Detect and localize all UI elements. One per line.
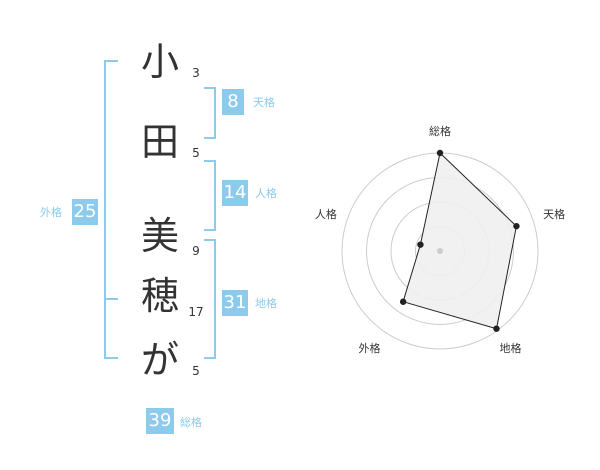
stroke-count-4: 17 <box>188 305 204 319</box>
radar-axis-label-1: 総格 <box>429 124 451 138</box>
name-char-5: が <box>140 338 179 382</box>
soukaku-score: 39 <box>146 408 174 434</box>
gaikaku-bracket <box>104 60 118 359</box>
radar-axis-label-5: 人格 <box>315 207 337 221</box>
radar-axis-label-2: 天格 <box>543 207 565 221</box>
radar-axis-label-3: 地格 <box>500 341 522 355</box>
radar-area <box>402 152 517 330</box>
tenkaku-label: 天格 <box>253 96 275 109</box>
soukaku-label: 総格 <box>180 416 202 429</box>
radar-axis-label-4: 外格 <box>359 341 381 355</box>
jinkaku-bracket <box>204 160 216 231</box>
radar-point-5 <box>417 241 424 248</box>
stroke-count-3: 9 <box>192 244 200 258</box>
chikaku-label: 地格 <box>255 297 277 310</box>
stroke-count-1: 3 <box>192 66 200 80</box>
name-char-2: 田 <box>140 120 179 164</box>
radar-point-1 <box>436 149 444 157</box>
stroke-count-2: 5 <box>192 146 200 160</box>
radar-point-4 <box>399 298 407 305</box>
name-char-3: 美 <box>140 214 179 258</box>
radar-points <box>399 149 520 332</box>
name-char-1: 小 <box>140 40 179 84</box>
tenkaku-bracket <box>204 87 216 139</box>
radar-center-dot <box>437 248 443 254</box>
gaikaku-bracket-tick <box>104 298 118 300</box>
gaikaku-label: 外格 <box>40 206 62 219</box>
tenkaku-score: 8 <box>222 89 244 115</box>
gaikaku-score: 25 <box>72 199 98 225</box>
chikaku-score: 31 <box>222 290 248 316</box>
jinkaku-score: 14 <box>222 180 248 206</box>
radar-point-3 <box>493 325 500 332</box>
name-char-4: 穂 <box>140 274 179 318</box>
chikaku-bracket <box>204 239 216 359</box>
stroke-count-5: 5 <box>192 364 200 378</box>
jinkaku-label: 人格 <box>255 187 277 200</box>
radar-point-2 <box>513 222 520 230</box>
